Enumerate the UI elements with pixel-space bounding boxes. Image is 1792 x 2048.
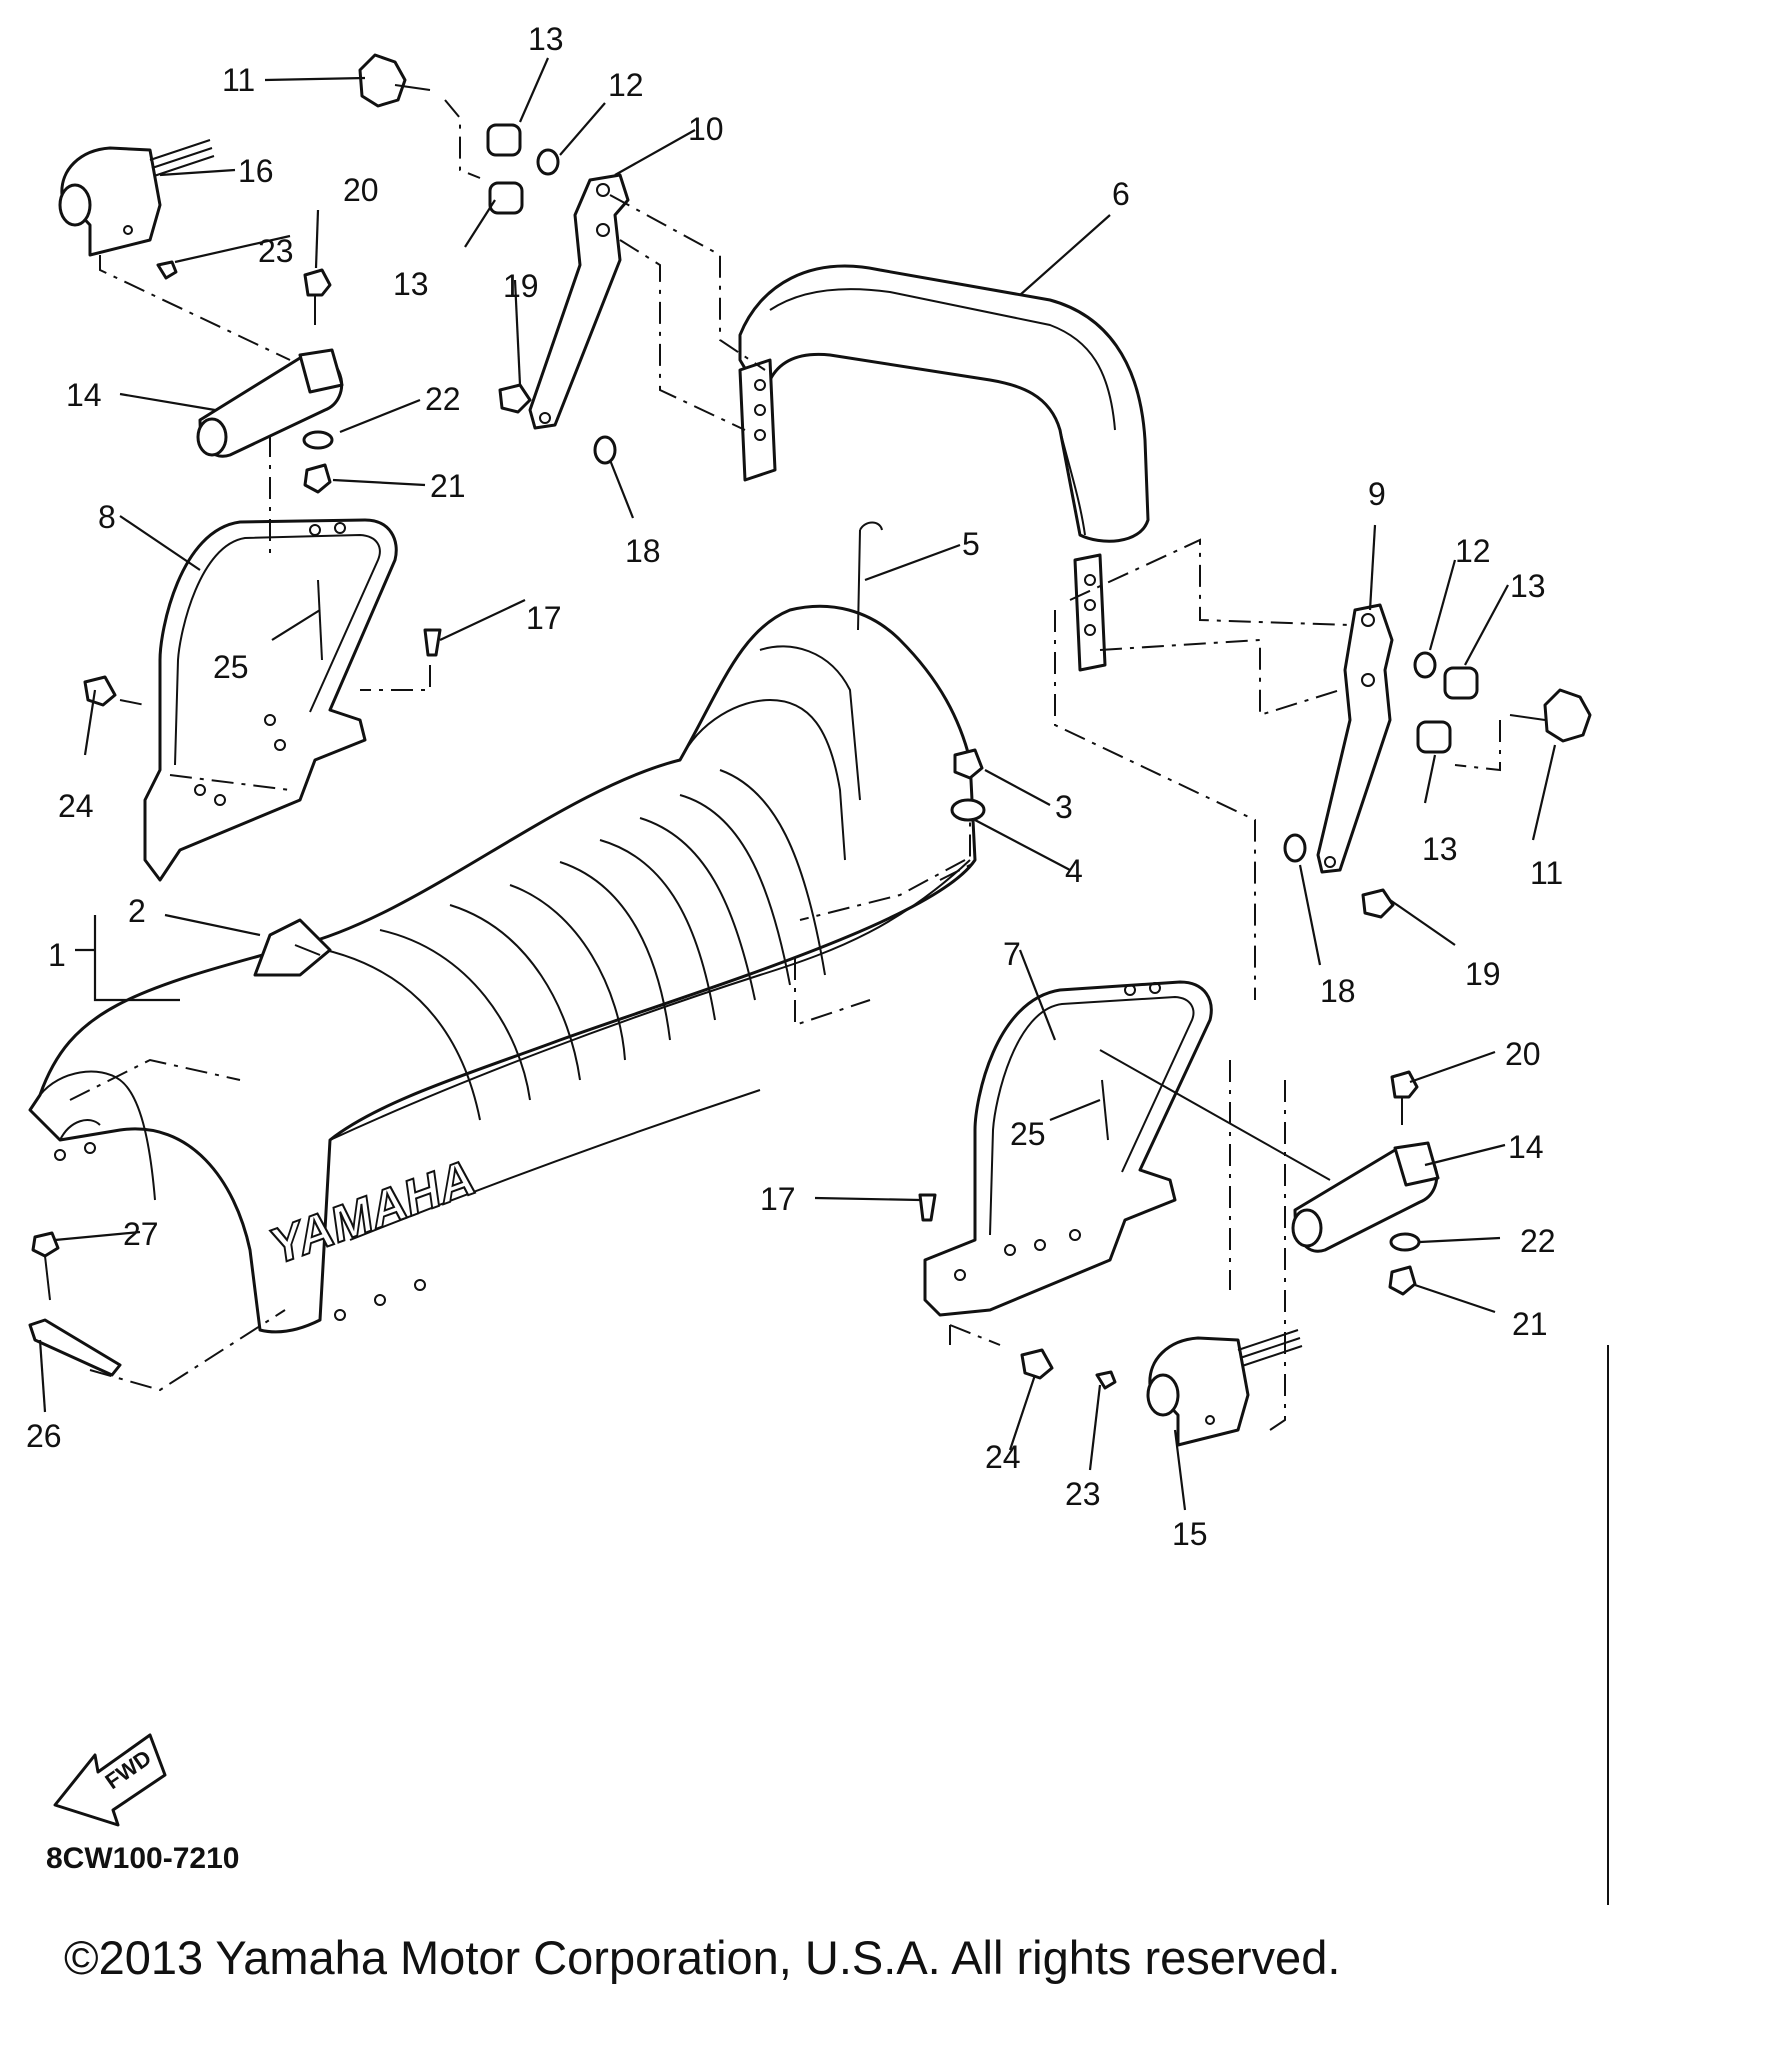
callout-19b: 19: [1465, 956, 1501, 992]
callout-13d: 13: [1422, 831, 1458, 867]
callout-4: 4: [1065, 853, 1083, 889]
copyright-notice: ©2013 Yamaha Motor Corporation, U.S.A. A…: [64, 1931, 1341, 1984]
callout-2: 2: [128, 893, 146, 929]
callout-18a: 18: [625, 533, 661, 569]
callout-7: 7: [1003, 936, 1021, 972]
backrest-arm-left: [528, 173, 630, 430]
grip-left: [196, 348, 344, 458]
callout-9: 9: [1368, 476, 1386, 512]
leader-lines: [38, 57, 1557, 1511]
callout-13a: 13: [528, 21, 564, 57]
callout-numbers: 1 2 3 4 5 6 7 8 9 10 11 11 12 12 13 13 1…: [26, 21, 1563, 1552]
fasteners: [28, 53, 1592, 1390]
callout-24b: 24: [985, 1439, 1021, 1475]
callout-10: 10: [688, 111, 724, 147]
callout-15: 15: [1172, 1516, 1208, 1552]
callout-3: 3: [1055, 789, 1073, 825]
callout-12b: 12: [1455, 533, 1491, 569]
callout-16: 16: [238, 153, 274, 189]
callout-13b: 13: [393, 266, 429, 302]
assembly-lines: [89, 99, 1501, 1431]
callout-14b: 14: [1508, 1129, 1544, 1165]
callout-26: 26: [26, 1418, 62, 1454]
backrest-arm-right: [1316, 603, 1394, 874]
callout-22b: 22: [1520, 1223, 1556, 1259]
callout-21a: 21: [430, 468, 466, 504]
callout-21b: 21: [1512, 1306, 1548, 1342]
seat-label-patch: [253, 918, 332, 977]
callout-25a: 25: [213, 649, 249, 685]
callout-22a: 22: [425, 381, 461, 417]
fwd-arrow-icon: FWD: [53, 1733, 167, 1827]
grab-bracket-right: [923, 980, 1213, 1317]
seat-base-holes: [54, 1142, 426, 1321]
callout-14a: 14: [66, 377, 102, 413]
callout-23a: 23: [258, 233, 294, 269]
callout-24a: 24: [58, 788, 94, 824]
callout-8: 8: [98, 499, 116, 535]
callout-27: 27: [123, 1216, 159, 1252]
callout-23b: 23: [1065, 1476, 1101, 1512]
callout-5: 5: [962, 526, 980, 562]
callout-1: 1: [48, 937, 66, 973]
callout-17a: 17: [526, 600, 562, 636]
cable-holder-right: [1146, 1329, 1303, 1447]
callout-18b: 18: [1320, 973, 1356, 1009]
callout-11b: 11: [1530, 855, 1563, 891]
callout-6: 6: [1112, 176, 1130, 212]
callout-20b: 20: [1505, 1036, 1541, 1072]
callout-13c: 13: [1510, 568, 1546, 604]
grab-bracket-left: [143, 518, 398, 882]
callout-25b: 25: [1010, 1116, 1046, 1152]
callout-19a: 19: [503, 268, 539, 304]
callout-11a: 11: [222, 62, 255, 98]
diagram-code: 8CW100-7210: [46, 1842, 240, 1875]
callout-12a: 12: [608, 67, 644, 103]
cable-holder-left: [58, 139, 215, 257]
grip-right: [1291, 1141, 1440, 1253]
callout-17b: 17: [760, 1181, 796, 1217]
callout-20a: 20: [343, 172, 379, 208]
backrest: [738, 264, 1150, 672]
